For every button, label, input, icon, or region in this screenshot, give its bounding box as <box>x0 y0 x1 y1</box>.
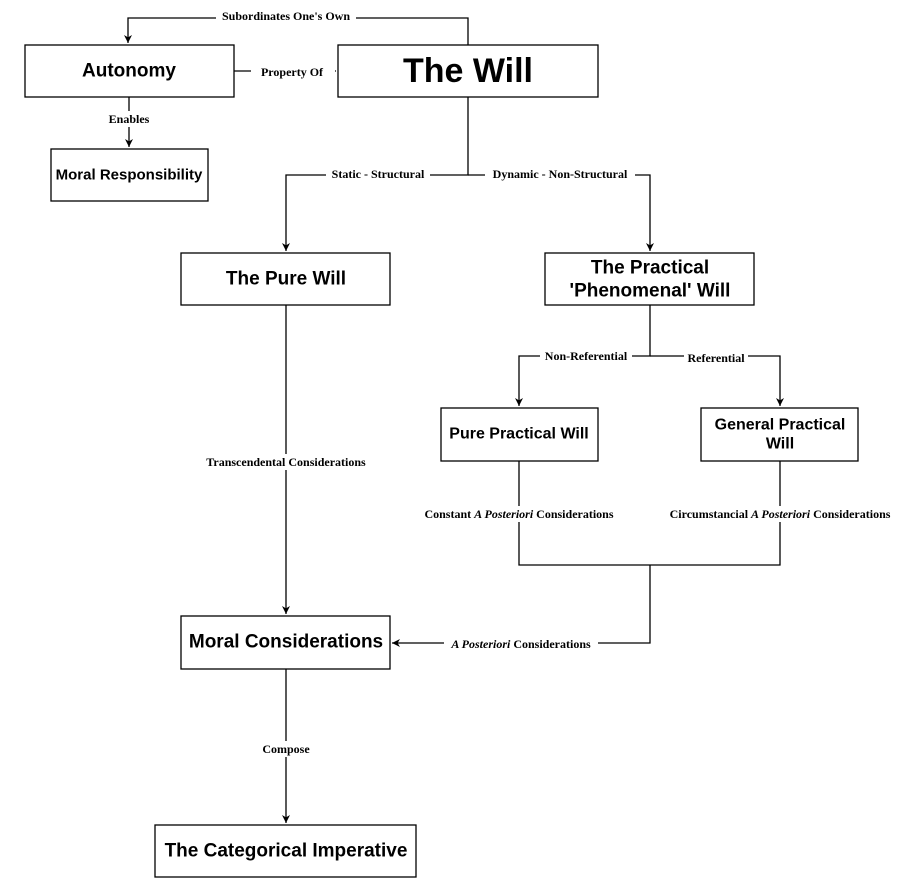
node-practical-will: The Practical 'Phenomenal' Will <box>544 252 755 306</box>
node-moral-considerations: Moral Considerations <box>180 615 391 670</box>
label-enables: Enables <box>109 112 150 126</box>
node-the-will: The Will <box>337 44 599 98</box>
node-categorical-imperative: The Categorical Imperative <box>154 824 417 878</box>
edge-labels: Subordinates One's Own Property Of Enabl… <box>104 9 902 757</box>
svg-text:The Pure Will: The Pure Will <box>226 269 346 290</box>
label-dynamic-non-structural: Dynamic - Non-Structural <box>493 167 628 181</box>
label-property-of: Property Of <box>261 65 324 79</box>
svg-text:General Practical: General Practical <box>715 417 846 434</box>
node-moral-responsibility: Moral Responsibility <box>50 148 209 202</box>
svg-text:Autonomy: Autonomy <box>82 61 176 82</box>
svg-text:Moral Responsibility: Moral Responsibility <box>56 167 203 184</box>
label-non-referential: Non-Referential <box>545 349 628 363</box>
label-aposteriori: A Posteriori Considerations <box>450 637 591 651</box>
edge-aposteriori <box>392 565 651 647</box>
svg-text:Will: Will <box>766 436 794 453</box>
svg-text:The Practical: The Practical <box>591 258 709 279</box>
edge-dynamic-non-structural <box>468 174 654 251</box>
label-transcendental: Transcendental Considerations <box>206 455 366 469</box>
node-pure-will: The Pure Will <box>180 252 391 306</box>
svg-text:Moral Considerations: Moral Considerations <box>189 632 383 653</box>
node-autonomy: Autonomy <box>24 44 235 98</box>
label-static-structural: Static - Structural <box>332 167 425 181</box>
svg-text:The Categorical Imperative: The Categorical Imperative <box>165 841 408 862</box>
node-general-practical-will: General Practical Will <box>700 407 859 462</box>
svg-text:Pure Practical Will: Pure Practical Will <box>449 426 588 443</box>
nodes: The Will Autonomy Moral Responsibility T… <box>24 44 859 878</box>
svg-text:The Will: The Will <box>403 52 533 90</box>
label-constant-aposteriori: Constant A Posteriori Considerations <box>424 507 613 521</box>
label-subordinates: Subordinates One's Own <box>222 9 350 23</box>
label-compose: Compose <box>262 742 310 756</box>
node-pure-practical-will: Pure Practical Will <box>440 407 599 462</box>
label-circumstancial-aposteriori: Circumstancial A Posteriori Consideratio… <box>670 507 891 521</box>
label-referential: Referential <box>687 351 745 365</box>
svg-text:'Phenomenal' Will: 'Phenomenal' Will <box>570 281 731 302</box>
